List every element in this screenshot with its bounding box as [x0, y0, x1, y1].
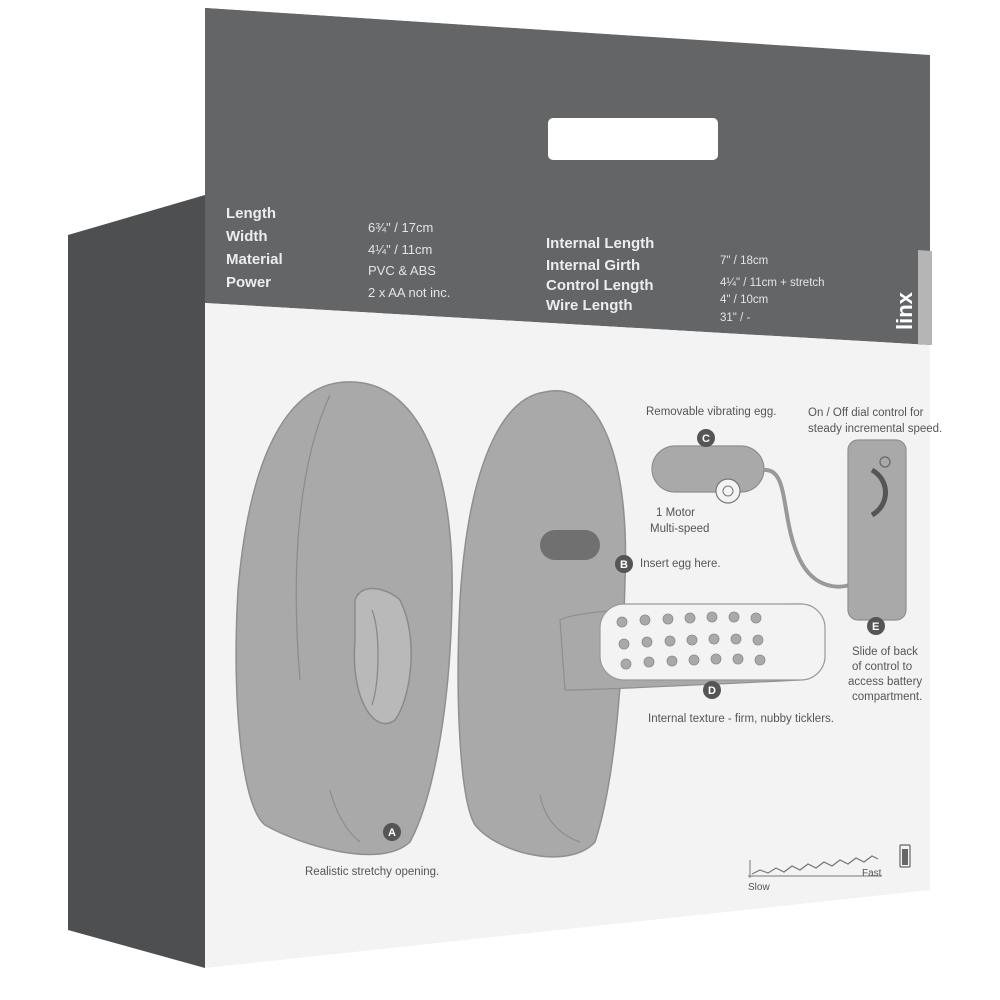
hang-tab	[548, 118, 718, 160]
spec-label-wire-length: Wire Length	[546, 297, 633, 314]
brand-strip	[918, 250, 932, 345]
callout-tag-d: D	[703, 681, 721, 699]
spec-value-internal-girth: 4¼" / 11cm + stretch	[720, 277, 825, 289]
spec-label-internal-girth: Internal Girth	[546, 257, 640, 274]
spec-label-material: Material	[226, 251, 283, 268]
speed-scale-zigzag	[751, 855, 879, 875]
callout-e-line1: Slide of back	[852, 646, 918, 658]
box-side-panel	[68, 195, 205, 968]
spec-label-power: Power	[226, 274, 271, 291]
spec-value-wire-length: 31" / -	[720, 312, 750, 324]
svg-text:E: E	[872, 621, 879, 633]
spec-label-control-length: Control Length	[546, 277, 653, 294]
spec-value-material: PVC & ABS	[368, 263, 436, 278]
speed-fast-label: Fast	[862, 868, 882, 879]
callout-e-line4: compartment.	[852, 691, 922, 703]
box-front-dark-band	[205, 8, 930, 345]
callout-c-text: Removable vibrating egg.	[646, 406, 776, 418]
spec-value-power: 2 x AA not inc.	[368, 285, 450, 300]
speed-scale: Slow Fast	[748, 844, 911, 893]
callout-tag-c: C	[697, 429, 715, 447]
spec-value-width: 4¼" / 11cm	[368, 242, 432, 257]
spec-label-width: Width	[226, 228, 268, 245]
callout-tag-b: B	[615, 555, 633, 573]
product-cutaway-view	[457, 390, 627, 858]
callout-tag-a: A	[383, 823, 401, 841]
speed-slow-label: Slow	[748, 882, 770, 893]
dial-icon	[870, 467, 888, 518]
spec-value-length: 6¾" / 17cm	[368, 220, 433, 235]
svg-text:B: B	[620, 559, 628, 571]
internal-texture-tube	[559, 603, 826, 691]
callout-c-sub2: Multi-speed	[650, 523, 709, 535]
spec-label-length: Length	[226, 205, 276, 222]
callout-tag-e: E	[867, 617, 885, 635]
callout-c-sub1: 1 Motor	[656, 507, 695, 519]
remote-control	[847, 439, 907, 621]
callout-d-text: Internal texture - firm, nubby ticklers.	[648, 713, 834, 725]
dial-callout-line1: On / Off dial control for	[808, 407, 924, 419]
specs-right: Internal Length Internal Girth Control L…	[546, 235, 825, 324]
product-outer-view	[235, 381, 453, 856]
callout-b-text: Insert egg here.	[640, 558, 721, 570]
svg-text:D: D	[708, 685, 716, 697]
callout-e-line3: access battery	[848, 676, 922, 688]
egg-slot	[540, 530, 600, 560]
svg-text:A: A	[388, 827, 396, 839]
vibrating-egg	[651, 445, 851, 589]
spec-value-control-length: 4" / 10cm	[720, 294, 768, 306]
spec-label-internal-length: Internal Length	[546, 235, 654, 252]
dial-callout-line2: steady incremental speed.	[808, 423, 942, 435]
callout-e-line2: of control to	[852, 661, 912, 673]
brand-logo: linx	[892, 291, 917, 330]
power-icon	[879, 456, 891, 468]
specs-left: Length Width Material Power 6¾" / 17cm 4…	[226, 205, 450, 300]
egg-wire	[763, 467, 851, 589]
battery-icon	[899, 844, 911, 868]
callout-a-text: Realistic stretchy opening.	[305, 866, 439, 878]
svg-text:C: C	[702, 433, 710, 445]
spec-value-internal-length: 7" / 18cm	[720, 255, 768, 267]
